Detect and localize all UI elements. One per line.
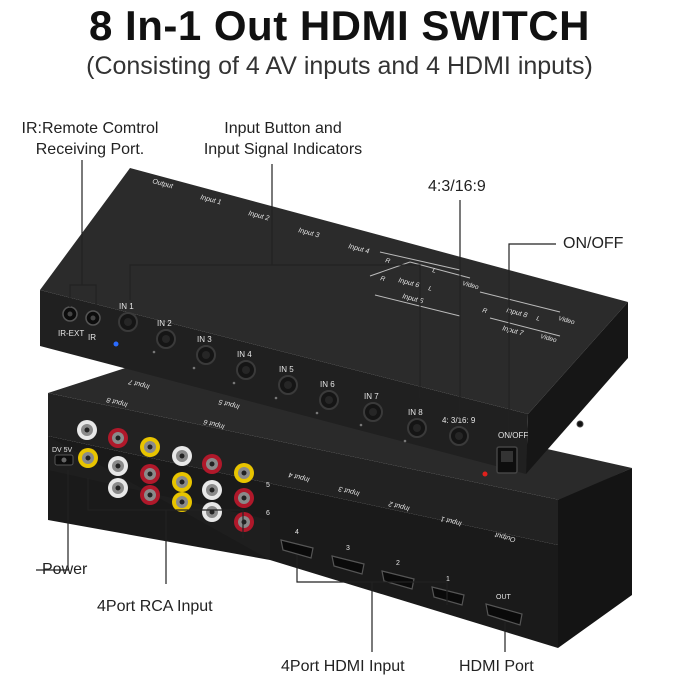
aspect-ratio-button[interactable]: 4: 3/16: 9 bbox=[442, 416, 476, 446]
hdmi-port-label: 1 bbox=[446, 576, 450, 583]
input-button-3[interactable]: IN 3 bbox=[192, 335, 216, 370]
dc-power-jack: DV 5V bbox=[52, 447, 74, 466]
input-button-4[interactable]: IN 4 bbox=[232, 350, 256, 385]
input-button-label: IN 4 bbox=[237, 350, 252, 359]
hdmi-input-port-4[interactable]: 4 bbox=[280, 529, 314, 559]
callout-power: Power bbox=[42, 561, 88, 578]
input-indicator-led bbox=[192, 366, 196, 370]
input-button-5[interactable]: IN 5 bbox=[274, 365, 298, 400]
channel-letter: Video bbox=[461, 280, 479, 291]
hdmi-input-port-2[interactable]: 2 bbox=[381, 560, 415, 590]
rca-jack[interactable] bbox=[202, 480, 222, 500]
input-button-label: IN 2 bbox=[157, 319, 172, 328]
channel-letter: R bbox=[379, 275, 386, 283]
input-indicator-led bbox=[274, 396, 278, 400]
rca-jack-array: 56 bbox=[77, 420, 270, 532]
rca-jack[interactable] bbox=[108, 478, 128, 498]
rca-jack[interactable] bbox=[202, 454, 222, 474]
bottom-unit-top-face bbox=[48, 360, 632, 500]
rca-jack[interactable] bbox=[140, 485, 160, 505]
input-button-row: IN 1 IN 2 IN 3 IN 4 IN 5 IN 6 IN 7 IN 8 bbox=[118, 302, 427, 443]
aspect-button-label: 4: 3/16: 9 bbox=[442, 416, 476, 425]
input-button-2[interactable]: IN 2 bbox=[152, 319, 176, 354]
input-button-6[interactable]: IN 6 bbox=[315, 380, 339, 415]
hdmi-port-label: 2 bbox=[396, 560, 400, 567]
input-button-1[interactable]: IN 1 bbox=[118, 302, 138, 332]
input-button-label: IN 5 bbox=[279, 365, 294, 374]
top-unit-right-face bbox=[526, 302, 628, 474]
input-button-label: IN 3 bbox=[197, 335, 212, 344]
rca-jack[interactable] bbox=[108, 456, 128, 476]
rca-jack[interactable] bbox=[202, 502, 222, 522]
hdmi-input-port-1[interactable]: 1 bbox=[431, 576, 465, 606]
top-unit-top-face bbox=[40, 168, 628, 414]
channel-letter: Video bbox=[539, 333, 557, 344]
rca-jack[interactable] bbox=[234, 463, 254, 483]
rca-jack[interactable] bbox=[78, 448, 98, 468]
ir-label: IR bbox=[88, 333, 96, 342]
input-button-label: IN 6 bbox=[320, 380, 335, 389]
rca-jack[interactable] bbox=[108, 428, 128, 448]
channel-letter: L bbox=[431, 267, 437, 275]
rca-jack[interactable] bbox=[172, 492, 192, 512]
input-button-label: IN 8 bbox=[408, 408, 423, 417]
callout-aspect: 4:3/16:9 bbox=[428, 178, 486, 195]
rca-row-number: 5 bbox=[266, 482, 270, 489]
hdmi-port-label: 4 bbox=[295, 529, 299, 536]
page-title: 8 In-1 Out HDMI SWITCH bbox=[89, 2, 590, 49]
callout-hdmi-input: 4Port HDMI Input bbox=[281, 658, 405, 675]
rca-jack[interactable] bbox=[140, 437, 160, 457]
callout-ir-port: IR:Remote Comtrol Receiving Port. bbox=[21, 120, 159, 158]
rca-jack[interactable] bbox=[234, 512, 254, 532]
channel-letter: Video bbox=[557, 315, 575, 326]
channel-letter: R bbox=[384, 257, 391, 265]
input-indicator-led bbox=[315, 411, 319, 415]
callout-leader-lines bbox=[36, 160, 556, 652]
rca-jack[interactable] bbox=[234, 488, 254, 508]
input-1-led bbox=[113, 341, 119, 347]
input-indicator-led bbox=[232, 381, 236, 385]
input-indicator-led bbox=[359, 423, 363, 427]
rca-jack[interactable] bbox=[77, 420, 97, 440]
bottom-unit-front-face bbox=[48, 393, 560, 545]
channel-letter: L bbox=[427, 285, 433, 293]
ir-ext-label: IR-EXT bbox=[58, 329, 84, 338]
input-indicator-led bbox=[403, 439, 407, 443]
input-button-8[interactable]: IN 8 bbox=[403, 408, 427, 443]
channel-letter: L bbox=[535, 315, 541, 323]
hdmi-output-port[interactable]: OUT bbox=[485, 594, 523, 626]
input-button-label: IN 7 bbox=[364, 392, 379, 401]
power-led bbox=[482, 471, 488, 477]
dc-label: DV 5V bbox=[52, 447, 73, 454]
page-subtitle: (Consisting of 4 AV inputs and 4 HDMI in… bbox=[86, 52, 593, 80]
callout-rca-input: 4Port RCA Input bbox=[97, 598, 213, 615]
hdmi-port-label: 3 bbox=[346, 545, 350, 552]
input-indicator-led bbox=[152, 350, 156, 354]
hdmi-out-label: OUT bbox=[496, 594, 512, 601]
rca-jack[interactable] bbox=[172, 446, 192, 466]
power-switch[interactable]: ON/OFF bbox=[496, 431, 528, 474]
hdmi-input-port-3[interactable]: 3 bbox=[331, 545, 365, 575]
callout-onoff: ON/OFF bbox=[563, 235, 624, 252]
bottom-unit-right-face bbox=[558, 468, 632, 648]
input-button-label: IN 1 bbox=[119, 302, 134, 311]
callout-hdmi-port: HDMI Port bbox=[459, 658, 534, 675]
channel-letter: R bbox=[481, 307, 488, 315]
callout-input-button: Input Button and Input Signal Indicators bbox=[203, 120, 363, 158]
rca-row-number: 6 bbox=[266, 510, 270, 517]
rca-jack[interactable] bbox=[140, 464, 160, 484]
power-switch-label: ON/OFF bbox=[498, 431, 528, 440]
rca-jack[interactable] bbox=[172, 472, 192, 492]
input-button-7[interactable]: IN 7 bbox=[359, 392, 383, 427]
